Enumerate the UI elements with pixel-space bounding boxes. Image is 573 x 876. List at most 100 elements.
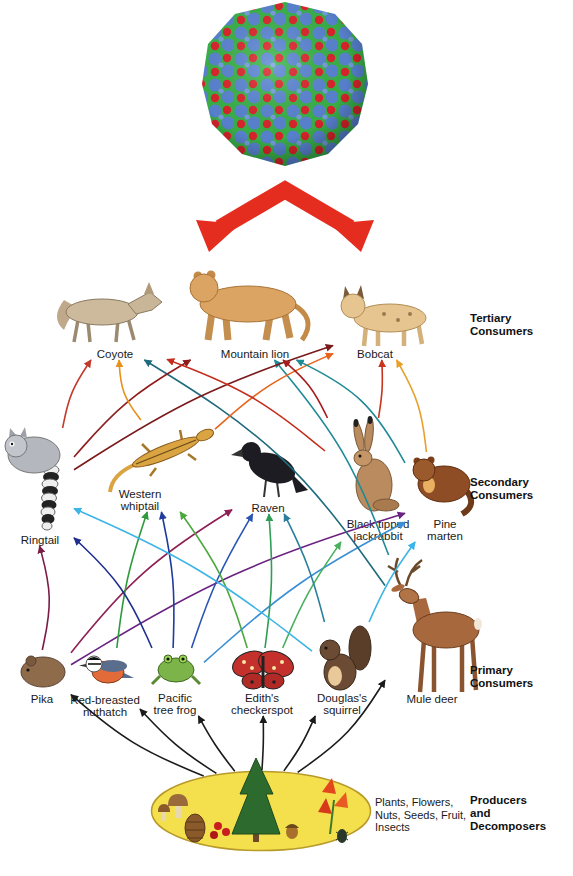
wing-spot (250, 680, 254, 684)
mushroom-stem (175, 806, 181, 818)
ringtail-eye (10, 442, 15, 447)
ringtail-ears (9, 427, 27, 438)
ringtail-tail-ring (43, 472, 59, 482)
whiptail-head (195, 427, 215, 443)
raven-illustration (231, 442, 308, 497)
lion-ear (207, 271, 216, 280)
species-node: Ringtail (2, 428, 74, 546)
squirrel-illustration (320, 626, 371, 690)
wing-spot (250, 666, 254, 670)
species-node: Mountain lion (183, 266, 311, 360)
species-label: Black tipped jackrabbit (343, 518, 413, 542)
food-arrow (71, 510, 232, 653)
whiptail-stripe (136, 440, 196, 464)
producer-oval-shape (150, 770, 372, 852)
squirrel-belly (328, 666, 342, 686)
squirrel-body (324, 654, 356, 690)
bobcat-head (341, 294, 365, 318)
pika-eye (26, 668, 29, 671)
marten-ear (414, 458, 421, 465)
trophic-level-label: Secondary Consumers (470, 476, 550, 502)
food-arrow (74, 538, 152, 648)
food-arrow (74, 509, 312, 651)
producers-illustration (158, 758, 348, 843)
ringtail-head (5, 435, 27, 457)
food-arrow (74, 345, 333, 469)
species-label: Pacific tree frog (148, 692, 202, 716)
trumpet-flower (334, 792, 348, 808)
frog-eye (179, 655, 187, 663)
mushroom-stem (162, 812, 166, 821)
trumpet-flower (318, 798, 332, 814)
ringtail-tail-ring (42, 500, 57, 510)
lion-tail (292, 304, 308, 340)
food-arrow (284, 716, 315, 771)
food-arrow (71, 695, 204, 776)
coyote-legs (74, 318, 134, 342)
ringtail-eye (11, 443, 13, 445)
producer-oval-node: Plants, Flowers, Nuts, Seeds, Fruit, Ins… (150, 770, 372, 852)
bobcat-ears (343, 285, 364, 300)
trophic-level-label: Producers and Decomposers (470, 794, 550, 833)
food-arrow (369, 542, 415, 622)
coyote-tail (57, 300, 78, 330)
checkerspot-illustration (229, 647, 297, 689)
species-node: Edith's checkerspot (225, 648, 303, 716)
ringtail-tail-ring (41, 507, 55, 517)
food-arrow (40, 546, 50, 650)
bobcat-spot (396, 318, 400, 322)
raven-tail (290, 472, 308, 493)
berry (214, 822, 222, 830)
species-label: Bobcat (340, 348, 410, 360)
frog-eye (164, 655, 172, 663)
jackrabbit-head (354, 450, 372, 466)
bobcat-body (354, 304, 426, 332)
squirrel-eye (324, 646, 327, 649)
species-node: Raven (232, 438, 308, 514)
species-node: Red-breasted nuthatch (78, 648, 140, 718)
ringtail-tail-ring (42, 514, 55, 524)
bobcat-spot (382, 312, 386, 316)
food-arrow (283, 542, 341, 648)
jackrabbit-leg (373, 499, 399, 511)
raven-body (245, 447, 300, 490)
food-arrow (144, 360, 385, 585)
food-arrow (117, 512, 147, 648)
ringtail-tail-ring (43, 465, 59, 475)
nuthatch-eye-stripe (88, 663, 101, 665)
acorn (286, 825, 298, 839)
deer-neck (412, 598, 434, 628)
species-label: Mule deer (397, 693, 467, 705)
species-label: Red-breasted nuthatch (68, 694, 142, 718)
raven-head (241, 442, 261, 462)
whiptail-body (130, 432, 202, 472)
food-arrow (397, 360, 427, 452)
food-arrow (74, 360, 191, 457)
coyote-illustration (57, 282, 162, 342)
butterfly-wing (229, 647, 271, 682)
deer-antlers (388, 558, 422, 588)
mushroom-cap (168, 794, 188, 806)
coyote-ear (144, 282, 154, 294)
lion-body (200, 286, 296, 322)
chevron-head (196, 220, 240, 252)
food-arrow (180, 512, 247, 648)
acorn-cap (285, 824, 299, 828)
lion-head (190, 274, 218, 302)
producer-oval (152, 772, 371, 851)
food-arrow (198, 716, 234, 771)
mushroom-cap (158, 804, 170, 812)
nuthatch-body (92, 661, 124, 683)
chevron-head (330, 220, 374, 252)
chevron-arms (220, 190, 350, 228)
food-arrow (297, 360, 405, 463)
species-label: Pine marten (423, 518, 467, 542)
species-label: Ringtail (10, 534, 70, 546)
food-arrow (284, 514, 324, 622)
frog-body (158, 658, 194, 682)
ringtail-tail-ring (42, 493, 57, 503)
raven-beak (231, 449, 243, 457)
